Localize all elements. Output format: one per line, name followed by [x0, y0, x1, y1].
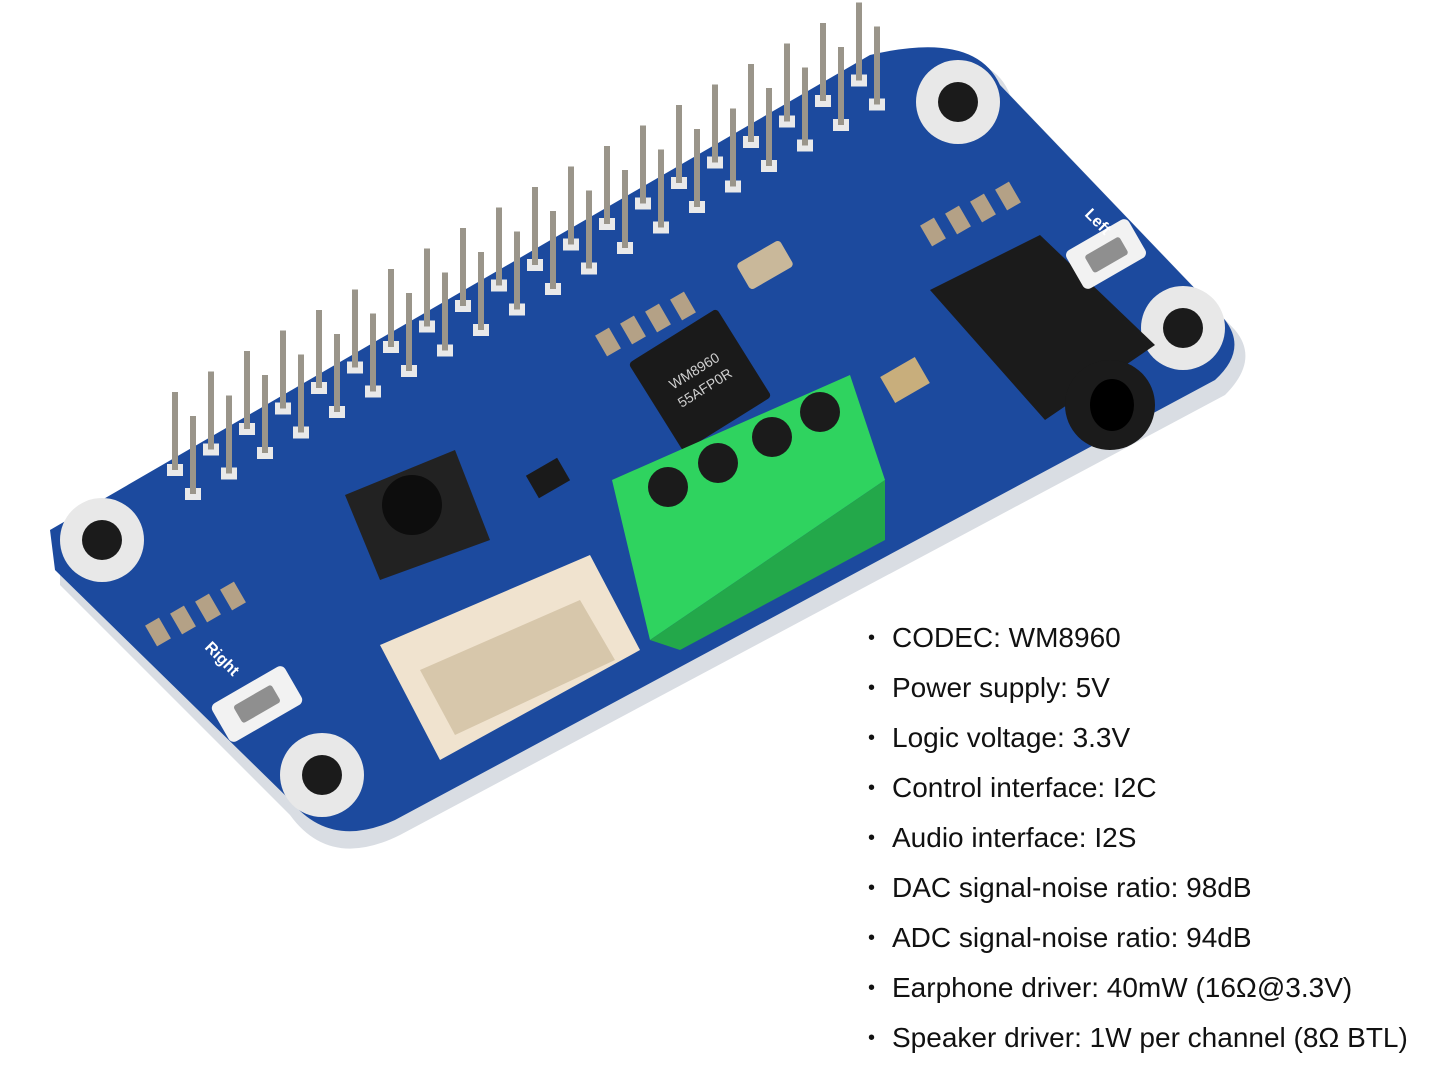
header-pin	[208, 371, 214, 450]
crystal-oscillator	[737, 240, 793, 290]
header-pin	[226, 395, 232, 474]
spec-text: Power supply: 5V	[892, 672, 1110, 703]
spec-text: DAC signal-noise ratio: 98dB	[892, 872, 1252, 903]
spec-text: Earphone driver: 40mW (16Ω@3.3V)	[892, 972, 1353, 1003]
header-pin	[874, 26, 880, 105]
bullet-icon: •	[868, 677, 876, 699]
spec-item: • Control interface: I2C	[868, 763, 1408, 813]
header-pin	[658, 149, 664, 228]
spec-item: • Speaker driver: 1W per channel (8Ω BTL)	[868, 1013, 1408, 1063]
header-pin	[766, 88, 772, 166]
header-pin	[244, 351, 250, 429]
header-pin	[622, 170, 628, 248]
bullet-icon: •	[868, 827, 876, 849]
header-pin	[496, 207, 502, 286]
mounting-holes	[60, 60, 1225, 817]
microphones	[211, 219, 1146, 742]
header-pin	[478, 252, 484, 330]
spec-item: • ADC signal-noise ratio: 94dB	[868, 913, 1408, 963]
header-pin	[838, 47, 844, 125]
header-pin	[532, 187, 538, 265]
header-pin	[280, 330, 286, 409]
pcb-board	[50, 47, 1235, 832]
header-pin	[442, 272, 448, 351]
bullet-icon: •	[868, 777, 876, 799]
speaker-screw-terminal	[612, 375, 885, 650]
header-pin	[316, 310, 322, 388]
header-pin	[586, 190, 592, 269]
header-pin	[388, 269, 394, 347]
header-pin	[334, 334, 340, 412]
spec-text: Audio interface: I2S	[892, 822, 1137, 853]
spec-text: Logic voltage: 3.3V	[892, 722, 1131, 753]
bullet-icon: •	[868, 927, 876, 949]
smd-components	[145, 181, 1021, 647]
codec-chip: WM8960 55AFP0R	[629, 309, 771, 451]
header-pin	[784, 43, 790, 122]
header-pin	[712, 84, 718, 163]
header-pin	[676, 105, 682, 183]
header-pin	[550, 211, 556, 289]
gpio-pin-header	[167, 2, 885, 500]
spec-item: • Power supply: 5V	[868, 663, 1408, 713]
spec-item: • DAC signal-noise ratio: 98dB	[868, 863, 1408, 913]
spec-text: Control interface: I2C	[892, 772, 1157, 803]
header-pin	[748, 64, 754, 142]
bullet-icon: •	[868, 977, 876, 999]
header-pin	[172, 392, 178, 470]
spec-text: CODEC: WM8960	[892, 622, 1121, 653]
spec-item: • Logic voltage: 3.3V	[868, 713, 1408, 763]
bullet-icon: •	[868, 877, 876, 899]
spec-text: Speaker driver: 1W per channel (8Ω BTL)	[892, 1022, 1408, 1053]
header-pin	[190, 416, 196, 494]
header-pin	[604, 146, 610, 224]
header-pin	[406, 293, 412, 371]
small-ic	[525, 457, 571, 499]
header-pin	[640, 125, 646, 204]
spec-item: • Earphone driver: 40mW (16Ω@3.3V)	[868, 963, 1408, 1013]
header-pin	[370, 313, 376, 392]
header-pin	[802, 67, 808, 146]
spec-text: ADC signal-noise ratio: 94dB	[892, 922, 1252, 953]
header-pin	[568, 166, 574, 245]
bullet-icon: •	[868, 1027, 876, 1049]
speaker-connector	[380, 555, 640, 760]
header-pin	[820, 23, 826, 101]
spec-item: • Audio interface: I2S	[868, 813, 1408, 863]
bullet-icon: •	[868, 727, 876, 749]
header-pin	[352, 289, 358, 368]
header-pin	[424, 248, 430, 327]
header-pin	[694, 129, 700, 207]
spec-list: • CODEC: WM8960 • Power supply: 5V • Logic vo…	[868, 613, 1408, 1063]
header-pin	[514, 231, 520, 310]
tactile-button	[345, 450, 490, 580]
spec-item: • CODEC: WM8960	[868, 613, 1408, 663]
bullet-icon: •	[868, 627, 876, 649]
header-pin	[856, 2, 862, 81]
header-pin	[298, 354, 304, 433]
header-pin	[262, 375, 268, 453]
header-pin	[730, 108, 736, 187]
headphone-jack	[930, 235, 1155, 450]
header-pin	[460, 228, 466, 306]
